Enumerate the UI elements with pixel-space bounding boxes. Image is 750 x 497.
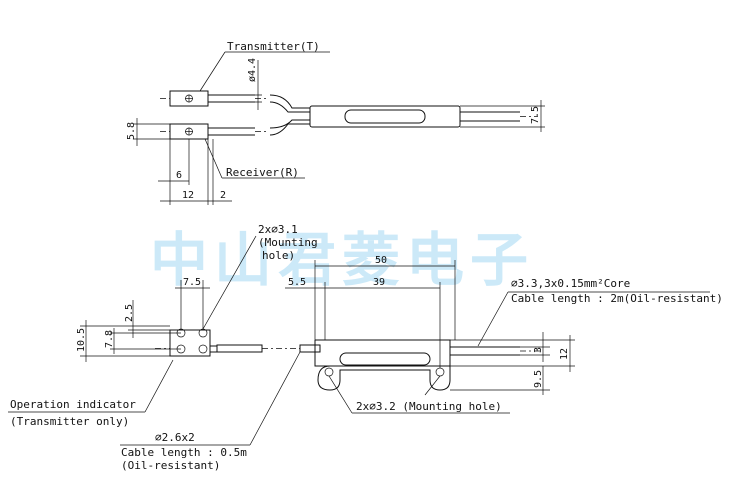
transmitter-leader [199,51,226,92]
dim-95: 9.5 [533,370,544,388]
cable-length-left-sub: (Oil-resistant) [121,459,220,472]
mounting-hole-top-leader [202,235,257,330]
cable-length-right: Cable length : 2m(Oil-resistant) [511,292,723,305]
dim-58: 5.8 [126,122,137,140]
operation-indicator-sub: (Transmitter only) [10,415,129,428]
transmitter-body [160,90,268,107]
receiver-body [160,123,268,140]
operation-indicator-label: Operation indicator [10,398,136,411]
watermark: 中山君菱电子 [150,226,534,294]
dim-78: 7.8 [104,330,115,348]
dim-105: 10.5 [76,328,87,352]
receiver-leader [204,138,223,179]
mounting-hole-top-sub2: hole) [262,249,295,262]
dim-55: 5.5 [288,277,306,288]
bottom-view: 2x⌀3.1 (Mounting hole) 50 5.5 39 7.5 2.5… [8,223,723,472]
mounting-hole-top-sub: (Mounting [258,236,318,249]
cable-phi-label: ⌀2.6x2 [155,431,195,444]
dim-25: 2.5 [124,304,135,322]
dim-2: 2 [220,190,226,201]
receiver-label: Receiver(R) [226,166,299,179]
transmitter-label: Transmitter(T) [227,40,320,53]
dim-75-bottom: 7.5 [183,277,201,288]
dim-12-bottom: 12 [559,348,570,360]
mounting-block [299,339,540,391]
split-cable [269,94,538,136]
top-view: Transmitter(T) Receiver(R) ø4.4 5.8 6 12… [126,40,545,205]
dim-12: 12 [182,190,194,201]
mounting-hole-bottom-leader [328,375,353,414]
core-label: ⌀3.3,3x0.15mm²Core [511,277,630,290]
dim-phi44: ø4.4 [247,58,258,82]
dim-50: 50 [375,255,387,266]
dim-75-top: 7.5 [530,106,541,124]
cable-phi-leader [249,351,301,446]
cable-length-left: Cable length : 0.5m [121,446,247,459]
mounting-hole-top-label: 2x⌀3.1 [258,223,298,236]
sensor-block [155,328,300,357]
dim-39: 39 [373,277,385,288]
operation-indicator-leader [144,359,174,413]
core-leader [477,291,509,347]
dim-6: 6 [176,170,182,181]
mounting-hole-bottom-label: 2x⌀3.2 (Mounting hole) [356,400,502,413]
dim-3: 3 [533,347,544,353]
